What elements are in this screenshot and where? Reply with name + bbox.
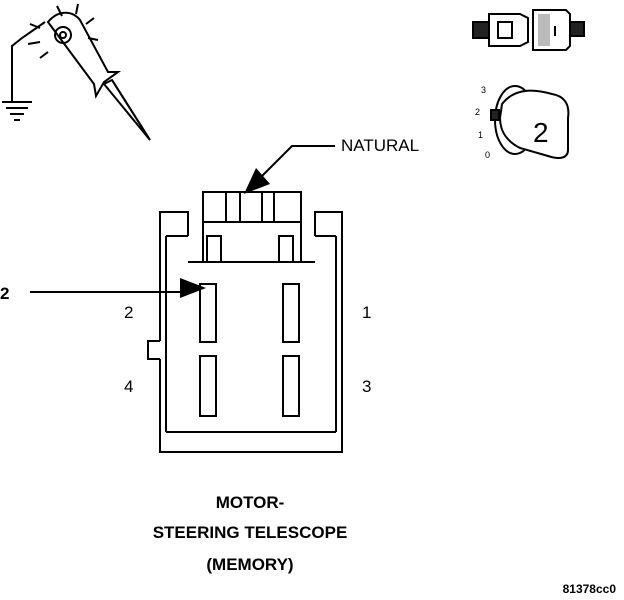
pin-number-3: 3 bbox=[362, 377, 372, 396]
key-position-1: 1 bbox=[478, 130, 484, 140]
test-light-probe-icon bbox=[2, 3, 151, 141]
cavity-2-leader-arrow bbox=[30, 278, 206, 298]
title-line-2: STEERING TELESCOPE bbox=[152, 523, 348, 542]
cavity-pin-4 bbox=[199, 355, 217, 417]
connector-body bbox=[147, 191, 343, 453]
key-position-2: 2 bbox=[475, 107, 481, 117]
cavity-pin-1 bbox=[282, 283, 300, 343]
key-number-label: 2 bbox=[533, 117, 549, 148]
key-position-0: 0 bbox=[485, 150, 491, 160]
figure-code: 81378cc0 bbox=[562, 582, 616, 596]
pin-number-2: 2 bbox=[124, 303, 134, 322]
cavity-pin-2 bbox=[199, 283, 217, 343]
pin-number-4: 4 bbox=[124, 377, 134, 396]
natural-callout-label: NATURAL bbox=[341, 136, 420, 155]
connector-pair-icon bbox=[472, 9, 585, 51]
title-line-3: (MEMORY) bbox=[206, 555, 294, 574]
pin-number-1: 1 bbox=[362, 303, 372, 322]
cavity-pin-3 bbox=[282, 355, 300, 417]
natural-leader-arrow bbox=[244, 145, 335, 194]
ignition-key-icon bbox=[490, 85, 570, 159]
cavity-2-callout-label: 2 bbox=[0, 284, 10, 303]
title-line-1: MOTOR- bbox=[215, 493, 285, 512]
key-position-3: 3 bbox=[481, 85, 487, 95]
